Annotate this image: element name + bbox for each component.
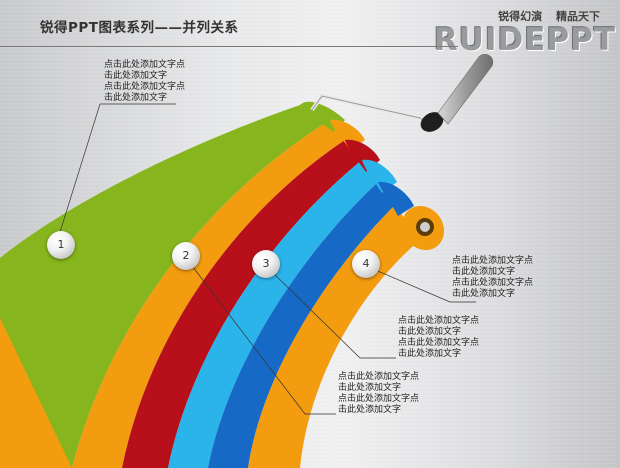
callout-4-line: 击此处添加文字: [452, 267, 516, 277]
callout-4-line: 击此处添加文字: [452, 289, 516, 299]
stripe-green: [0, 105, 330, 468]
handle-collar: [420, 112, 444, 132]
callout-2: 点击此处添加文字点 击此处添加文字 点击此处添加文字点 击此处添加文字: [338, 372, 419, 416]
callout-1-line: 击此处添加文字: [104, 93, 168, 103]
marker-1: 1: [47, 231, 75, 259]
callout-4-line: 点击此处添加文字点: [452, 278, 534, 288]
leader-line-1: [59, 103, 176, 233]
stripe-blue: [208, 182, 395, 468]
callout-1-line: 点击此处添加文字点: [104, 60, 186, 70]
callout-1: 点击此处添加文字点 击此处添加文字 点击此处添加文字点 击此处添加文字: [104, 60, 185, 104]
callout-3-line: 击此处添加文字: [398, 349, 462, 359]
callout-3-line: 点击此处添加文字点: [398, 316, 480, 326]
handle-grip: [437, 54, 494, 125]
stripe-orange: [0, 120, 345, 468]
leader-line-2: [185, 257, 336, 415]
callout-3-line: 击此处添加文字: [398, 327, 462, 337]
callout-2-line: 点击此处添加文字点: [338, 372, 420, 382]
callout-1-line: 点击此处添加文字点: [104, 82, 186, 92]
slide-title: 锐得PPT图表系列——并列关系: [40, 20, 239, 36]
leader-line-4: [365, 265, 476, 303]
roller-end-hole: [420, 222, 430, 232]
marker-3: 3: [252, 250, 280, 278]
callout-4-line: 点击此处添加文字点: [452, 256, 534, 266]
callout-4: 点击此处添加文字点 击此处添加文字 点击此处添加文字点 击此处添加文字: [452, 256, 533, 300]
marker-4: 4: [352, 250, 380, 278]
marker-2: 2: [172, 242, 200, 270]
callout-2-line: 点击此处添加文字点: [338, 394, 420, 404]
title-underline: [0, 46, 458, 47]
callout-2-line: 击此处添加文字: [338, 405, 402, 415]
tagline: 锐得幻演 精品天下: [498, 10, 600, 23]
brand-logo-text: RUIDEPPT: [433, 22, 616, 58]
stripe-lightblue: [168, 160, 378, 468]
roller-band-blue: [378, 181, 414, 216]
callout-1-line: 击此处添加文字: [104, 71, 168, 81]
stripe-red: [122, 140, 362, 468]
callout-3-line: 点击此处添加文字点: [398, 338, 480, 348]
leader-line-3: [265, 265, 396, 359]
callout-3: 点击此处添加文字点 击此处添加文字 点击此处添加文字点 击此处添加文字: [398, 316, 479, 360]
callout-2-line: 击此处添加文字: [338, 383, 402, 393]
